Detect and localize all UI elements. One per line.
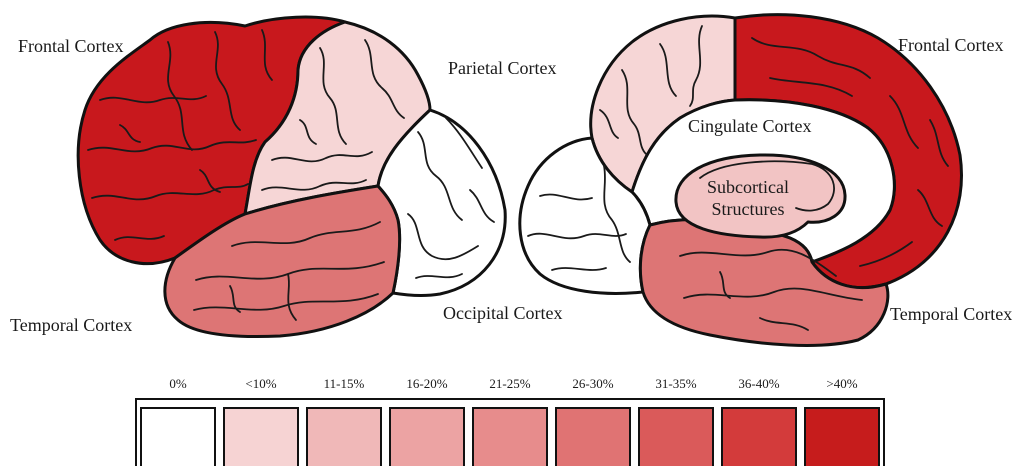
medial-temporal-label: Temporal Cortex — [890, 304, 1012, 324]
medial-cingulate-label: Cingulate Cortex — [688, 116, 811, 136]
legend-swatch — [805, 408, 879, 466]
legend-item: 21-25% — [473, 376, 547, 466]
legend-label: 0% — [169, 376, 187, 391]
color-scale-legend: 0% <10% 11-15% 16-20% 21-25% 26-30% 31-3… — [136, 376, 884, 466]
legend-label: 26-30% — [572, 376, 613, 391]
legend-label: 21-25% — [489, 376, 530, 391]
subcortical-label-line-1: Subcortical — [707, 177, 789, 197]
legend-label: 11-15% — [324, 376, 365, 391]
legend-label: >40% — [826, 376, 857, 391]
legend-swatch — [722, 408, 796, 466]
legend-item: <10% — [224, 376, 298, 466]
lateral-frontal-label: Frontal Cortex — [18, 36, 124, 56]
legend-item: 31-35% — [639, 376, 713, 466]
legend-label: 31-35% — [655, 376, 696, 391]
lateral-occipital-label: Occipital Cortex — [443, 303, 562, 323]
legend-swatch — [639, 408, 713, 466]
legend-item: 26-30% — [556, 376, 630, 466]
legend-swatch — [390, 408, 464, 466]
legend-item: 0% — [141, 376, 215, 466]
legend-label: <10% — [245, 376, 276, 391]
legend-item: 11-15% — [307, 376, 381, 466]
subcortical-label-line-2: Structures — [712, 199, 785, 219]
lateral-brain-view: Frontal Cortex Parietal Cortex Temporal … — [10, 17, 562, 336]
legend-item: 36-40% — [722, 376, 796, 466]
legend-swatch — [141, 408, 215, 466]
legend-swatch — [556, 408, 630, 466]
legend-label: 16-20% — [406, 376, 447, 391]
legend-swatch — [307, 408, 381, 466]
legend-label: 36-40% — [738, 376, 779, 391]
legend-item: >40% — [805, 376, 879, 466]
legend-swatch — [224, 408, 298, 466]
lateral-temporal-label: Temporal Cortex — [10, 315, 132, 335]
medial-brain-view: Frontal Cortex Cingulate Cortex Subcorti… — [520, 15, 1012, 346]
legend-item: 16-20% — [390, 376, 464, 466]
lateral-parietal-label: Parietal Cortex — [448, 58, 556, 78]
medial-frontal-label: Frontal Cortex — [898, 35, 1004, 55]
legend-swatch — [473, 408, 547, 466]
